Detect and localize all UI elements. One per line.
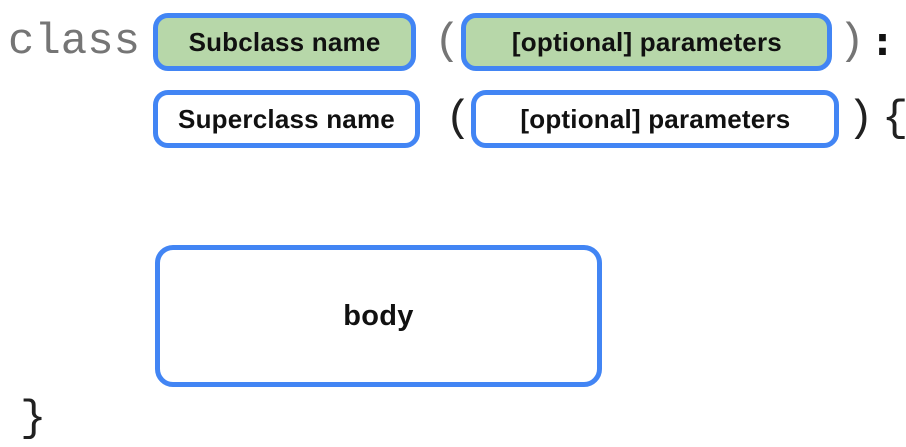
superclass-parameters-box: [optional] parameters — [471, 90, 840, 148]
inheritance-colon: : — [874, 20, 891, 64]
subclass-name-box: Subclass name — [153, 13, 417, 71]
body-box: body — [155, 245, 602, 387]
superclass-name-label: Superclass name — [178, 103, 395, 134]
superclass-parameters-label: [optional] parameters — [520, 103, 791, 134]
superclass-name-box: Superclass name — [153, 90, 420, 148]
close-brace: } — [20, 394, 47, 444]
subclass-parameters-label: [optional] parameters — [511, 26, 782, 57]
subclass-name-label: Subclass name — [188, 26, 381, 57]
open-paren: ( — [445, 94, 472, 144]
open-paren: ( — [434, 17, 461, 67]
body-label: body — [343, 299, 414, 332]
open-brace: { — [881, 94, 906, 144]
superclass-line: Superclass name ( [optional] parameters … — [0, 89, 906, 149]
close-paren: ) — [838, 17, 865, 67]
class-declaration-line: class Subclass name ( [optional] paramet… — [0, 13, 890, 71]
subclass-parameters-box: [optional] parameters — [461, 13, 833, 71]
class-keyword: class — [8, 17, 141, 67]
close-paren: ) — [847, 94, 874, 144]
